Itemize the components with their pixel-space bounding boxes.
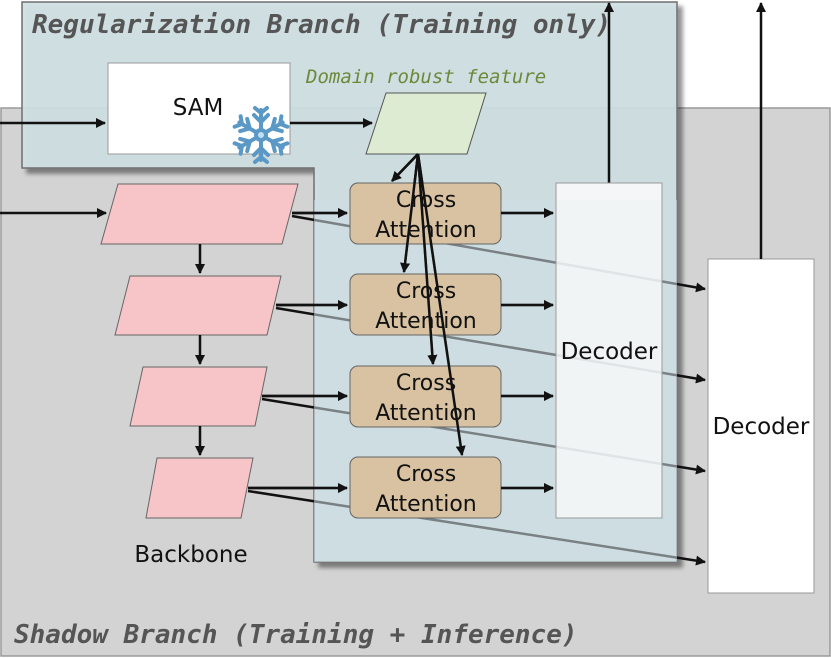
backbone-stage-4: [145, 457, 254, 519]
foreground-labels: Cross Attention Cross Attention Cross At…: [375, 188, 658, 517]
regularization-branch-title: Regularization Branch (Training only): [32, 10, 611, 40]
decoder-shadow: [707, 258, 815, 594]
domain-feature-box: [365, 92, 487, 155]
svg-text:Attention: Attention: [375, 218, 477, 243]
backbone-stage-1: [100, 183, 299, 245]
svg-text:Attention: Attention: [375, 401, 477, 426]
shadow-branch-title: Shadow Branch (Training + Inference): [14, 620, 578, 650]
feature-arrows-top: [248, 153, 554, 493]
domain-feature-label: Domain robust feature: [305, 66, 546, 88]
backbone-stage-2: [114, 275, 282, 336]
svg-text:Cross: Cross: [396, 371, 456, 396]
svg-text:Decoder: Decoder: [561, 339, 658, 365]
backbone-stage-3: [129, 366, 268, 427]
decoder-shadow-label: Decoder: [713, 414, 810, 440]
backbone-label: Backbone: [134, 542, 247, 568]
svg-text:Attention: Attention: [375, 309, 477, 334]
sam-label: SAM: [173, 95, 224, 121]
snowflake-icon: [232, 106, 290, 164]
svg-text:Attention: Attention: [375, 492, 477, 517]
svg-text:Cross: Cross: [396, 462, 456, 487]
